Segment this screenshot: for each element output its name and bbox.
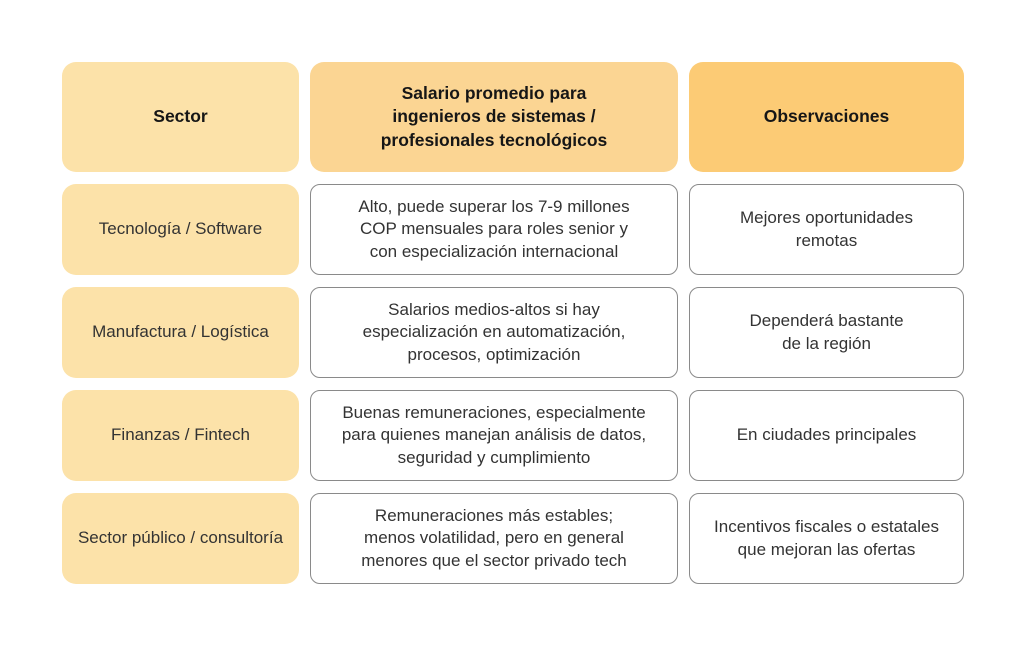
salary-cell: Buenas remuneraciones, especialmente par… xyxy=(310,390,678,481)
sector-cell: Manufactura / Logística xyxy=(62,287,299,378)
header-cell-observations: Observaciones xyxy=(689,62,964,172)
observation-cell: En ciudades principales xyxy=(689,390,964,481)
sector-cell: Sector público / consultoría xyxy=(62,493,299,584)
salary-cell: Remuneraciones más estables; menos volat… xyxy=(310,493,678,584)
header-cell-sector: Sector xyxy=(62,62,299,172)
salary-cell: Alto, puede superar los 7-9 millones COP… xyxy=(310,184,678,275)
observation-cell: Incentivos fiscales o estatales que mejo… xyxy=(689,493,964,584)
header-cell-salary: Salario promedio para ingenieros de sist… xyxy=(310,62,678,172)
observation-cell: Mejores oportunidades remotas xyxy=(689,184,964,275)
sector-cell: Finanzas / Fintech xyxy=(62,390,299,481)
sector-cell: Tecnología / Software xyxy=(62,184,299,275)
salary-cell: Salarios medios-altos si hay especializa… xyxy=(310,287,678,378)
salary-by-sector-table: Sector Salario promedio para ingenieros … xyxy=(62,62,964,584)
observation-cell: Dependerá bastante de la región xyxy=(689,287,964,378)
